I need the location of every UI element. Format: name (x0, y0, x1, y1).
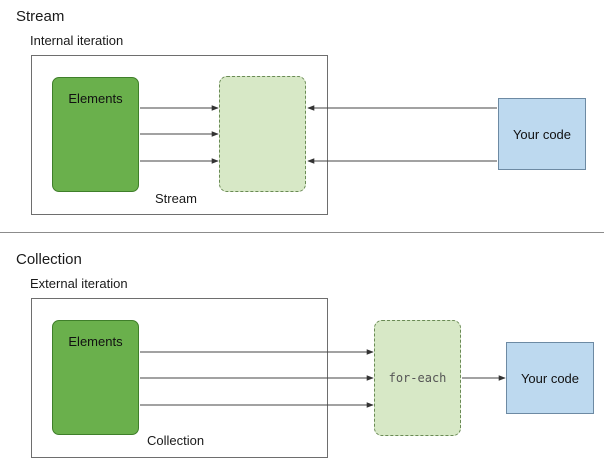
collection-for-each-label: for-each (388, 371, 447, 385)
collection-for-each-box: for-each (374, 320, 461, 436)
collection-your-code-box: Your code (506, 342, 594, 414)
stream-section-title: Stream (16, 8, 65, 25)
collection-container-label: Collection (147, 433, 205, 448)
collection-your-code-label: Your code (520, 370, 580, 386)
collection-elements-label: Elements (68, 334, 123, 349)
stream-elements-box: Elements (52, 77, 139, 192)
stream-container-label: Stream (155, 191, 197, 206)
collection-subtitle: External iteration (30, 276, 128, 291)
section-divider (0, 232, 604, 233)
stream-your-code-label: Your code (512, 126, 572, 142)
stream-internal-iterator (219, 76, 306, 192)
stream-elements-label: Elements (68, 91, 123, 106)
stream-your-code-box: Your code (498, 98, 586, 170)
collection-elements-box: Elements (52, 320, 139, 435)
collection-section-title: Collection (16, 251, 82, 268)
stream-subtitle: Internal iteration (30, 33, 124, 48)
